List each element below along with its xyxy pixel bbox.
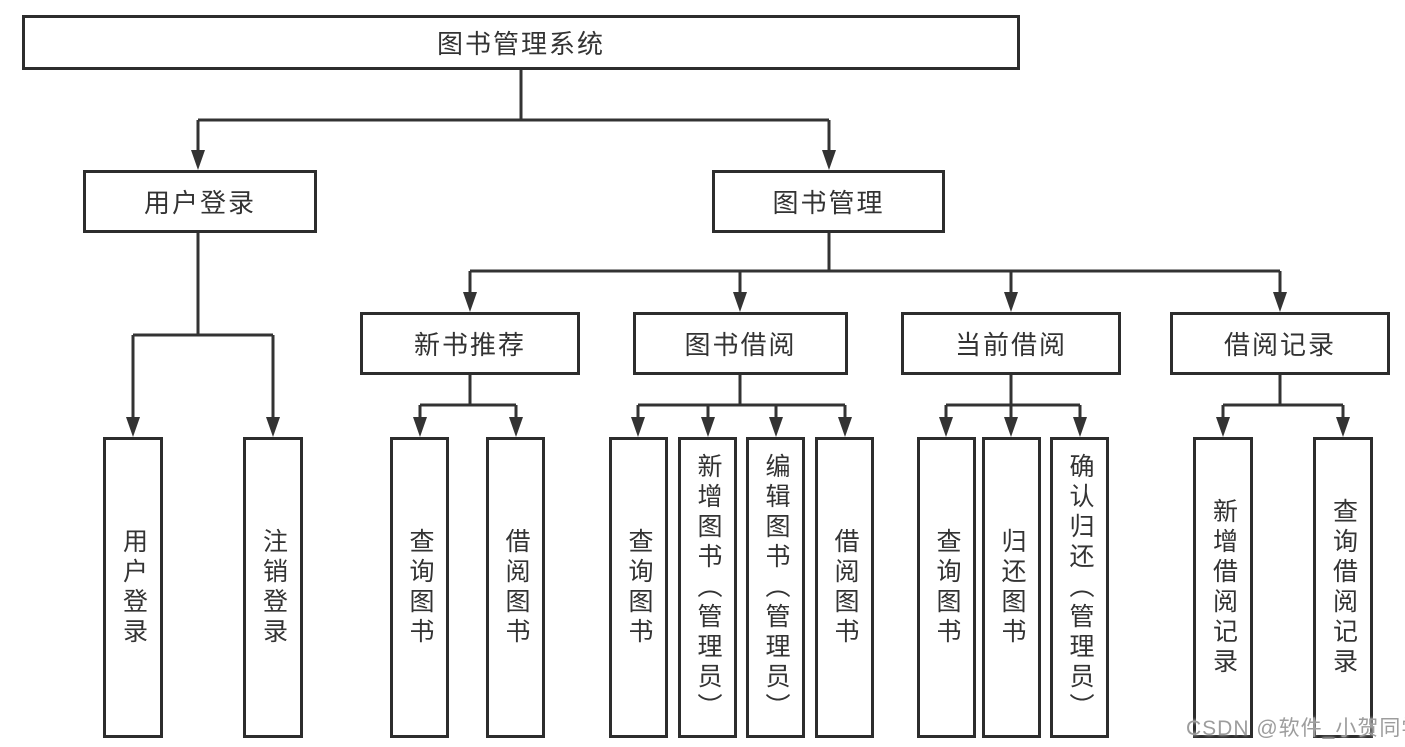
leaf-label: 查询图书 [625, 527, 653, 648]
leaf-nbr-borrow-books: 借阅图书 [486, 437, 545, 738]
leaf-bb-add-books-admin: 新增图书（管理员） [678, 437, 737, 738]
leaf-label: 借阅图书 [831, 527, 859, 648]
leaf-cb-query-books: 查询图书 [917, 437, 976, 738]
leaf-nbr-query-books: 查询图书 [390, 437, 449, 738]
leaf-label: 确认归还（管理员） [1066, 452, 1094, 723]
csdn-watermark: CSDN @软件_小贺同学 [1186, 717, 1405, 740]
leaf-label: 查询图书 [933, 527, 961, 648]
leaf-label: 注销登录 [259, 527, 288, 648]
leaf-bb-borrow-books: 借阅图书 [815, 437, 874, 738]
leaf-cb-return-books: 归还图书 [982, 437, 1041, 738]
leaf-label: 查询借阅记录 [1329, 497, 1358, 678]
node-current-borrow: 当前借阅 [901, 312, 1121, 375]
leaf-user-login: 用户登录 [103, 437, 163, 738]
node-book-management: 图书管理 [712, 170, 945, 233]
leaf-br-add-record: 新增借阅记录 [1193, 437, 1253, 738]
leaf-label: 借阅图书 [502, 527, 530, 648]
leaf-label: 编辑图书（管理员） [762, 452, 790, 723]
node-new-book-recommend: 新书推荐 [360, 312, 580, 375]
node-book-borrow: 图书借阅 [633, 312, 848, 375]
node-root: 图书管理系统 [22, 15, 1020, 70]
leaf-bb-query-books: 查询图书 [609, 437, 668, 738]
leaf-logout: 注销登录 [243, 437, 303, 738]
leaf-label: 新增借阅记录 [1209, 497, 1238, 678]
node-borrow-record: 借阅记录 [1170, 312, 1390, 375]
leaf-label: 新增图书（管理员） [694, 452, 722, 723]
leaf-label: 查询图书 [406, 527, 434, 648]
leaf-br-query-record: 查询借阅记录 [1313, 437, 1373, 738]
node-user-login: 用户登录 [83, 170, 317, 233]
leaf-bb-edit-books-admin: 编辑图书（管理员） [746, 437, 805, 738]
leaf-label: 归还图书 [998, 527, 1026, 648]
leaf-label: 用户登录 [119, 527, 148, 648]
leaf-cb-confirm-return-admin: 确认归还（管理员） [1050, 437, 1109, 738]
